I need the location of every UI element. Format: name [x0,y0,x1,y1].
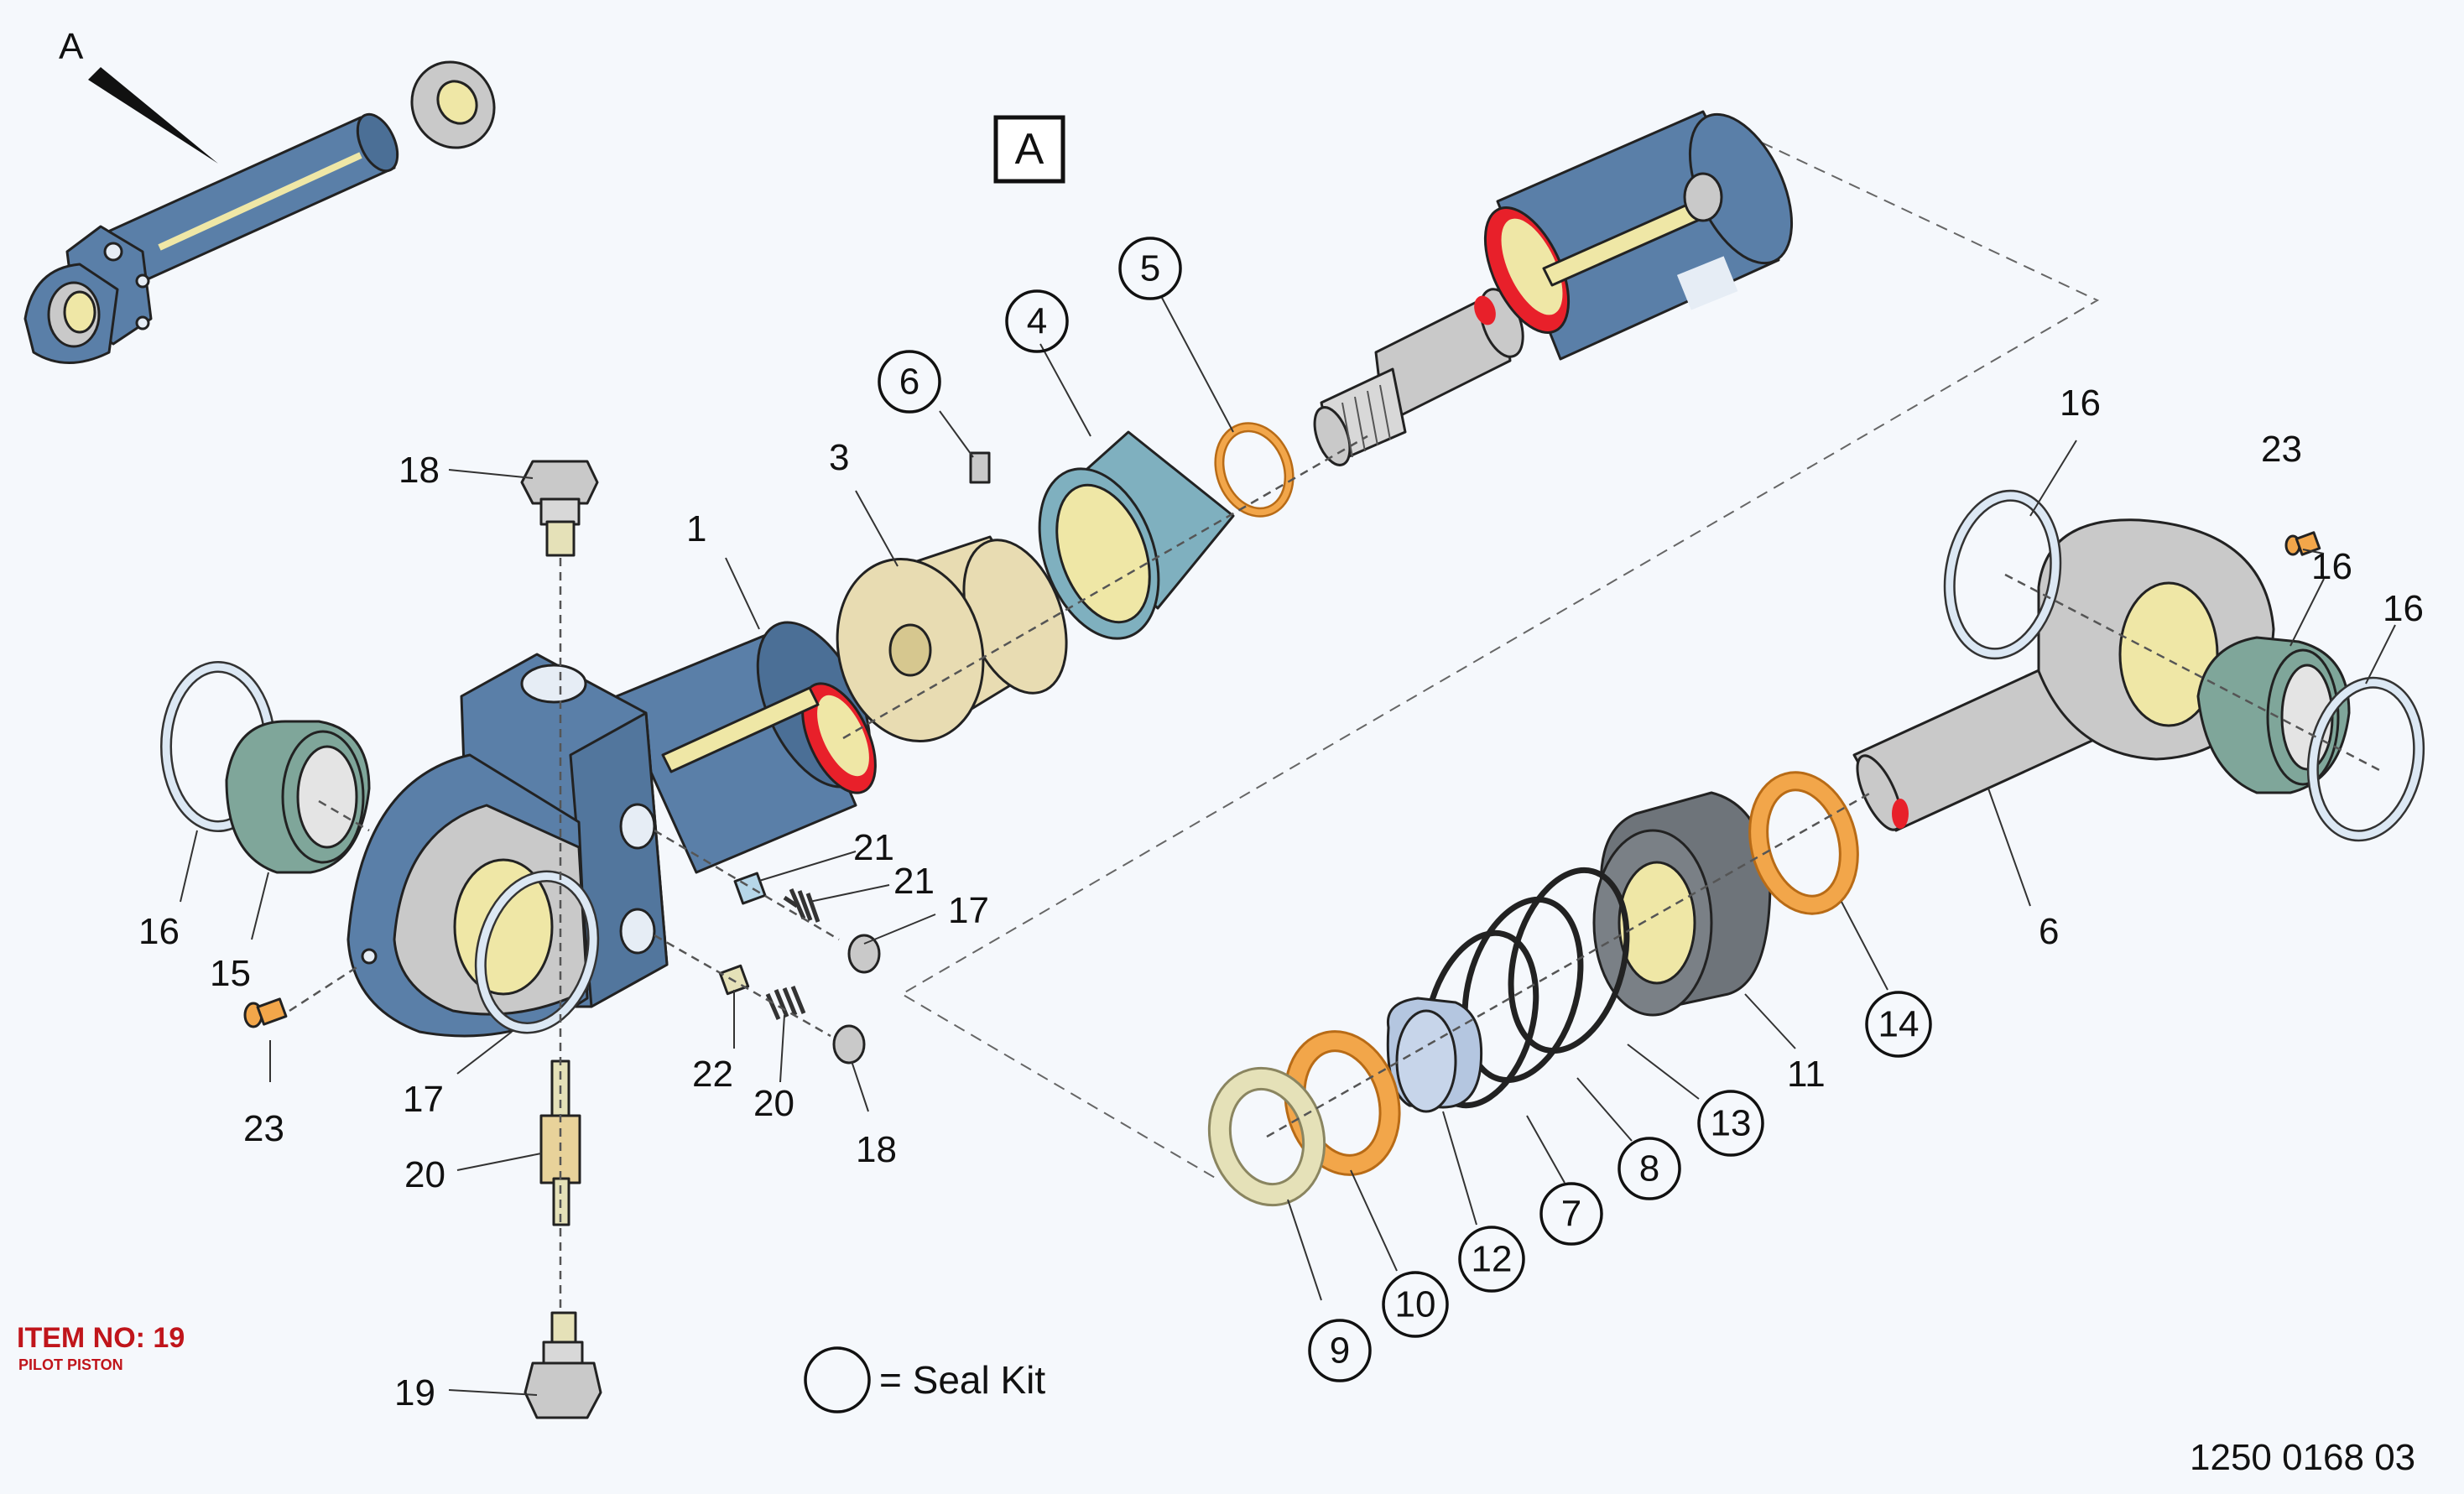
label-6-top: 6 [899,362,919,403]
center-axes [289,435,2383,1313]
label-20-bottom: 20 [753,1083,794,1124]
seal-kit-legend: = Seal Kit [804,1346,1045,1413]
piston-3 [836,535,1068,743]
legend-text: = Seal Kit [879,1358,1045,1402]
label-21: 21 [853,827,894,868]
backup-ring-12 [1386,997,1483,1113]
label-11: 11 [1787,1054,1826,1095]
label-18-bottom: 18 [856,1129,897,1170]
plug-17-bottom [524,1311,602,1419]
wiper-14 [1748,771,1859,915]
barrel-tube-assembly [1313,110,1794,466]
label-17-top: 18 [399,450,440,491]
seal-kit-circles [878,237,1932,1382]
view-pointer: A [59,26,218,164]
label-23-right: 23 [2261,429,2302,470]
plug-17-top [520,460,599,557]
cylinder-body [346,621,877,1038]
grease-nipple-23-right [2284,531,2321,556]
leader-lines [180,297,2396,1396]
label-10: 10 [1395,1284,1436,1325]
label-1: 1 [686,508,706,549]
set-screw-6 [969,451,991,484]
item-note: ITEM NO: 19 PILOT PISTON [17,1322,185,1373]
label-13: 13 [1711,1103,1752,1144]
part-labels: 18 19 1 3 6 4 5 16 23 16 16 6 14 11 13 8… [138,248,2424,1414]
wiper-ring-5 [1214,422,1295,518]
label-16-right-bottom: 16 [2383,588,2424,629]
assembly-guide-lines [900,142,2100,1179]
label-19: 20 [404,1154,445,1195]
document-number: 1250 0168 03 [2190,1437,2415,1478]
wiper-9 [1207,1066,1326,1207]
label-9: 9 [1330,1330,1350,1372]
seal-kit-symbol [804,1346,871,1413]
label-12: 12 [1472,1239,1513,1280]
label-8: 8 [1639,1148,1659,1189]
circlip-16-right-top [1943,489,2062,660]
bushing-15-left [225,720,371,874]
label-17-bottom: 19 [394,1372,435,1413]
label-15-right: 16 [2311,546,2352,587]
item-note-subtitle: PILOT PISTON [18,1356,123,1373]
label-23-left: 23 [243,1108,284,1149]
grease-nipple-23-left [243,997,288,1028]
view-pointer-label: A [59,26,84,67]
label-18-top: 17 [948,890,989,931]
label-3: 3 [829,437,849,478]
view-box-a: A [993,115,1065,184]
label-6-rod: 6 [2039,911,2059,952]
label-15-left: 15 [210,953,251,994]
piston-rod-6 [1852,518,2275,832]
overview-cylinder [23,60,496,364]
circlip-16-right-bottom [2306,676,2425,842]
check-valve-parts [718,872,881,1065]
label-16-left: 16 [138,911,180,952]
label-20-top: 21 [893,861,935,902]
label-5: 5 [1140,248,1160,289]
item-note-title: ITEM NO: 19 [17,1322,185,1354]
label-14: 14 [1878,1004,1920,1045]
label-22: 22 [692,1054,733,1095]
label-7: 7 [1561,1194,1581,1235]
label-16-right-top: 16 [2060,383,2101,424]
label-4: 4 [1027,301,1047,342]
circlip-16-clevis [474,870,600,1034]
guide-ring-4 [1038,430,1235,640]
view-box-label: A [1015,125,1044,174]
label-16-clevis: 17 [403,1079,444,1120]
